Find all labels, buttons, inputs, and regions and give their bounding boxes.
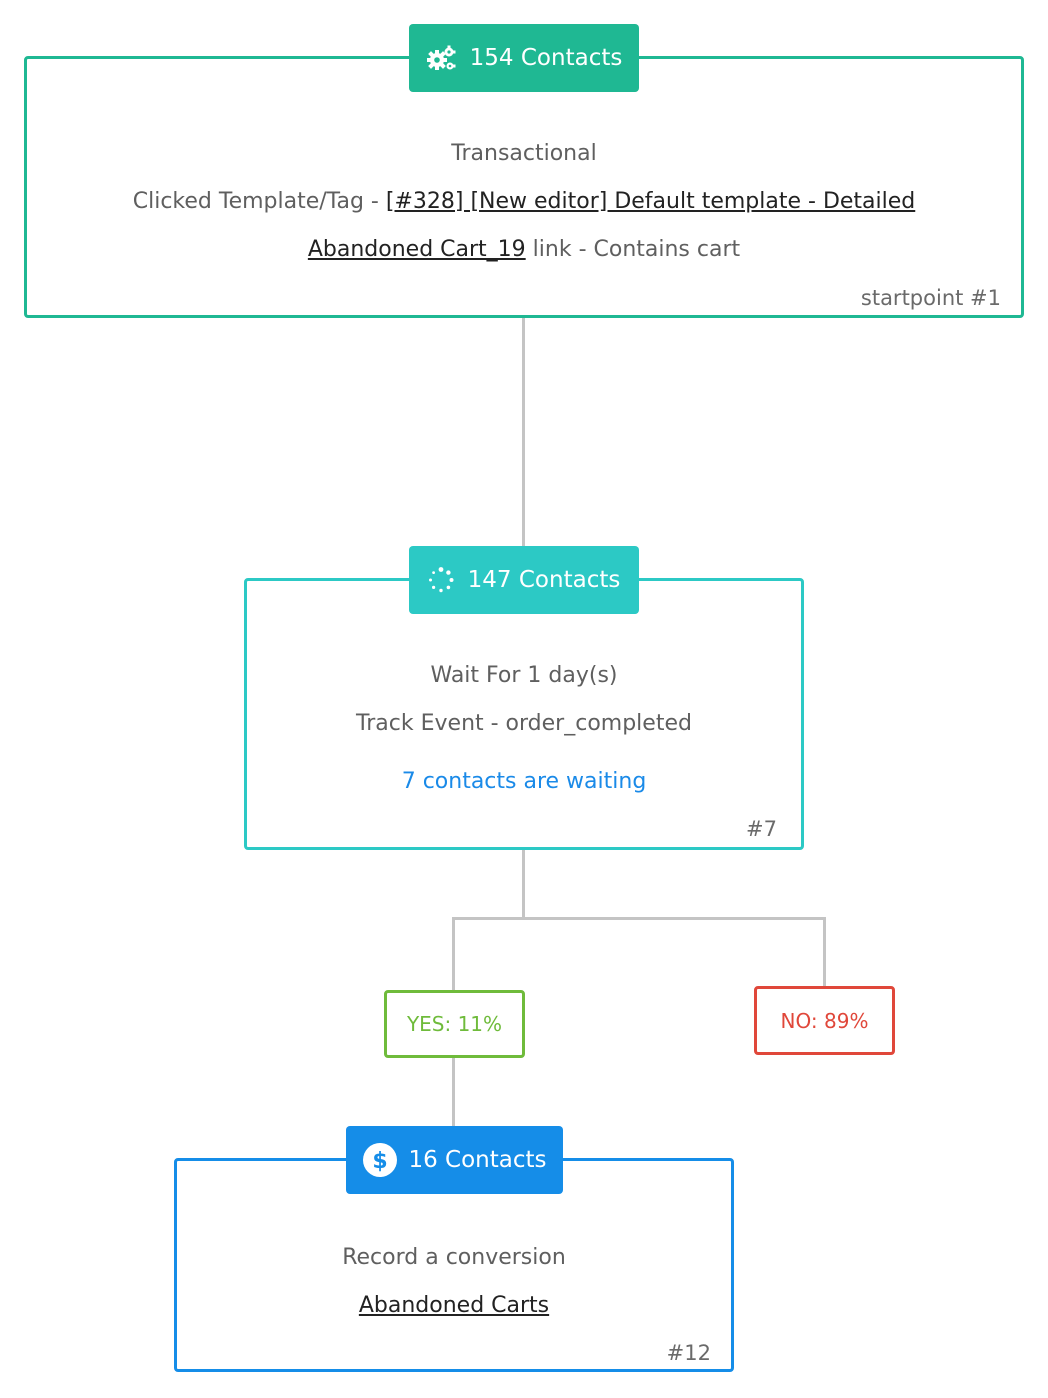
link-suffix: link - Contains cart: [525, 237, 741, 262]
startpoint-node[interactable]: Transactional Clicked Template/Tag - [#3…: [24, 56, 1024, 318]
startpoint-trigger: Clicked Template/Tag - [#328] [New edito…: [27, 189, 1021, 214]
waiting-contacts-link[interactable]: 7 contacts are waiting: [401, 769, 647, 794]
wait-node[interactable]: Wait For 1 day(s) Track Event - order_co…: [244, 578, 804, 850]
wait-id: #7: [746, 817, 777, 841]
dollar-icon: $: [362, 1142, 398, 1178]
connector-split-to-no: [823, 917, 826, 989]
trigger-prefix: Clicked Template/Tag -: [132, 189, 386, 214]
branch-yes-label: YES: 11%: [406, 1012, 503, 1036]
link-name-link[interactable]: Abandoned Cart_19: [307, 237, 526, 262]
branch-no[interactable]: NO: 89%: [754, 986, 895, 1055]
wait-contacts-label: 147 Contacts: [467, 567, 621, 593]
startpoint-contacts-label: 154 Contacts: [469, 45, 623, 71]
conversion-goal-link[interactable]: Abandoned Carts: [358, 1293, 550, 1318]
branch-no-label: NO: 89%: [780, 1008, 869, 1033]
branch-yes[interactable]: YES: 11%: [384, 990, 525, 1058]
template-link[interactable]: [#328] [New editor] Default template - D…: [385, 189, 916, 214]
startpoint-header[interactable]: 154 Contacts: [409, 24, 639, 92]
spinner-icon: [428, 567, 454, 593]
svg-text:$: $: [373, 1149, 388, 1174]
wait-header[interactable]: 147 Contacts: [409, 546, 639, 614]
connector-start-to-wait: [522, 316, 525, 548]
connector-yes-to-conversion: [452, 1055, 455, 1128]
conversion-id: #12: [666, 1341, 711, 1365]
connector-split-horizontal: [452, 917, 826, 920]
gears-icon: [426, 45, 456, 71]
conversion-goal: Abandoned Carts: [177, 1293, 731, 1318]
startpoint-id: startpoint #1: [860, 286, 1001, 310]
conversion-title: Record a conversion: [342, 1245, 566, 1270]
startpoint-title: Transactional: [451, 141, 597, 166]
connector-wait-to-split: [522, 848, 525, 920]
connector-split-to-yes: [452, 917, 455, 993]
wait-event: Track Event - order_completed: [356, 711, 692, 736]
wait-title: Wait For 1 day(s): [430, 663, 618, 688]
conversion-contacts-label: 16 Contacts: [408, 1147, 547, 1173]
conversion-header[interactable]: $ 16 Contacts: [346, 1126, 563, 1194]
startpoint-link-condition: Abandoned Cart_19 link - Contains cart: [27, 237, 1021, 262]
